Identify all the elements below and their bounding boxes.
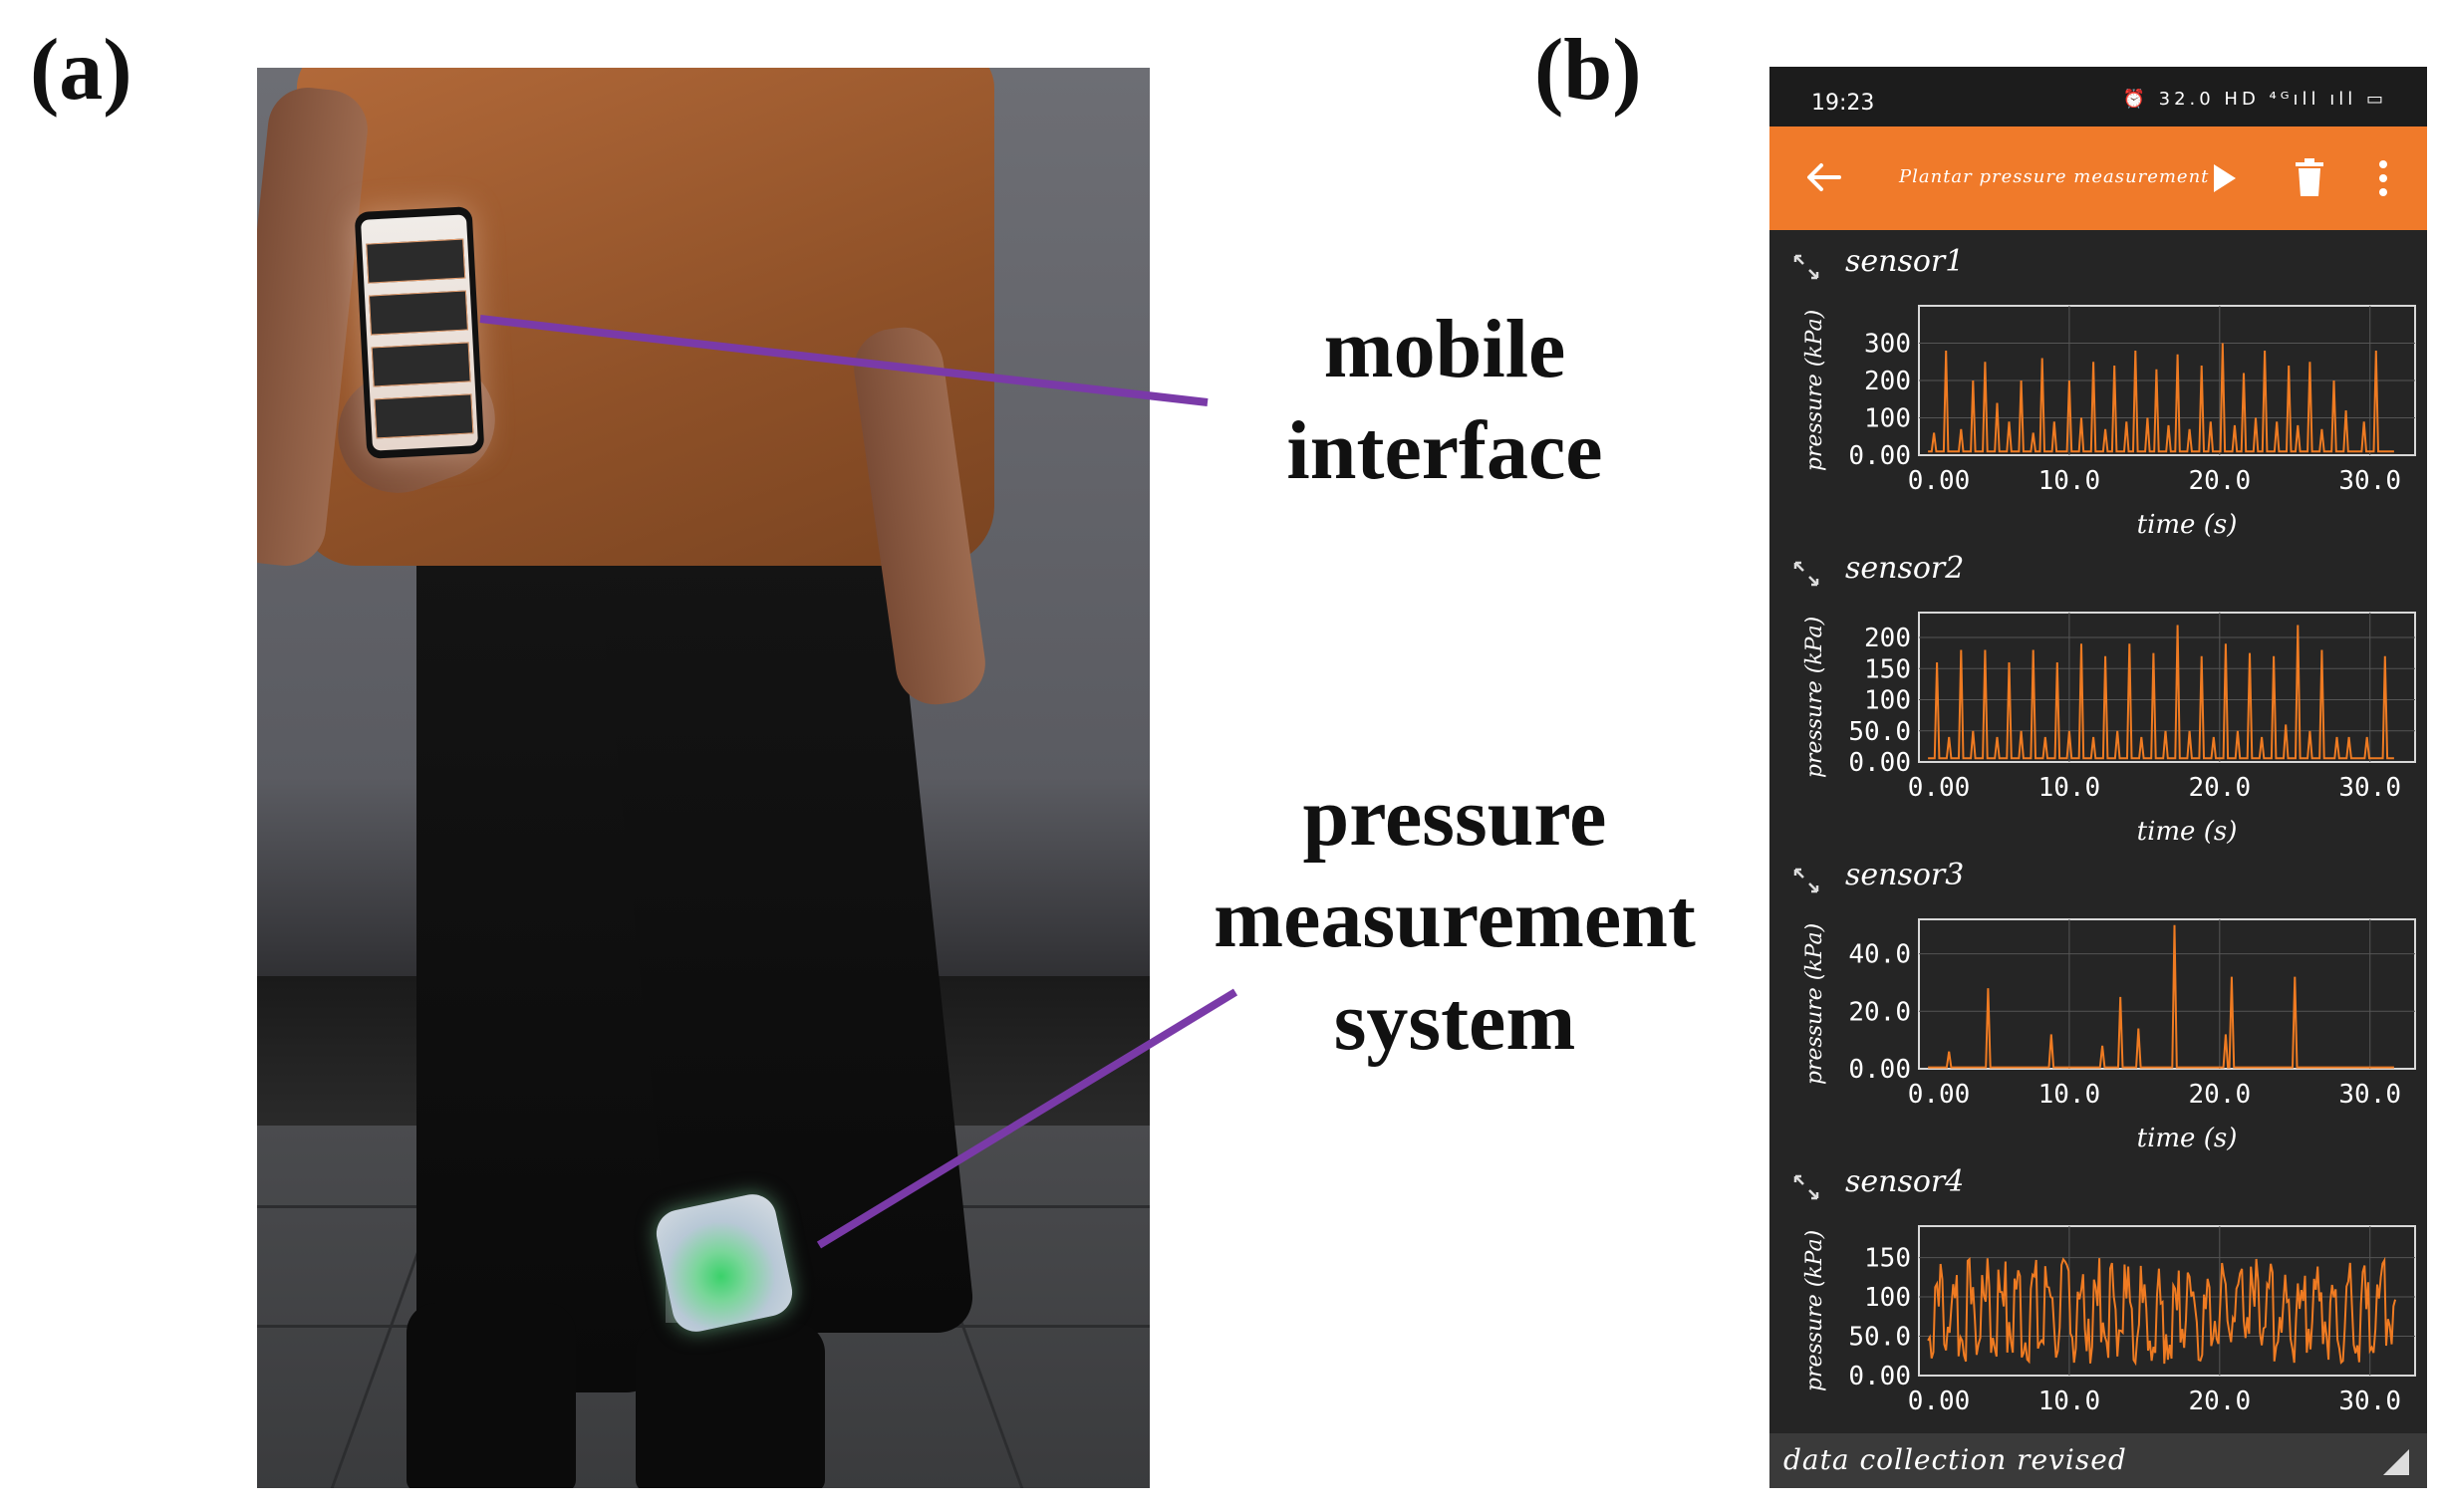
- sensor3-title: sensor3: [1845, 858, 1965, 892]
- x-axis-label: time (s): [2137, 1124, 2238, 1153]
- callout-pressure-line1: pressure: [1302, 771, 1607, 864]
- x-tick-label: 0.00: [1908, 1386, 1971, 1416]
- sensor1-title: sensor1: [1845, 244, 1965, 279]
- x-tick-label: 20.0: [2189, 466, 2252, 496]
- sensor4-chart: 0.00 50.0 100 150 0.00 10.0 20.0 30.0 pressure (…: [1802, 1225, 2416, 1416]
- sensor2-title: sensor2: [1845, 551, 1965, 586]
- y-tick-label: 150: [1864, 654, 1911, 684]
- resize-corner-icon[interactable]: [2379, 1445, 2411, 1477]
- x-tick-label: 30.0: [2338, 773, 2401, 803]
- y-tick-label: 200: [1864, 367, 1911, 396]
- x-axis-label: time (s): [2137, 510, 2238, 540]
- y-tick-label: 100: [1864, 404, 1911, 434]
- callout-pressure-line3: system: [1333, 974, 1576, 1068]
- callout-line-pressure: [816, 988, 1238, 1249]
- x-axis-label: time (s): [2137, 817, 2238, 847]
- y-tick-label: 0.00: [1848, 1055, 1911, 1085]
- expand-icon-4[interactable]: [1791, 1172, 1821, 1202]
- sensor2-series-line: [1928, 625, 2394, 760]
- y-tick-label: 40.0: [1848, 940, 1911, 970]
- y-tick-label: 0.00: [1848, 748, 1911, 778]
- sensor4-title: sensor4: [1845, 1164, 1965, 1199]
- callout-line-mobile: [479, 315, 1209, 406]
- y-axis-label: pressure (kPa): [1802, 1230, 1827, 1391]
- mobile-app-screen: 19:23 ⏰ 32.0 HD ⁴ᴳıll ıll ▭ Plantar pres…: [1769, 67, 2427, 1488]
- callout-mobile-interface: mobile interface: [1245, 299, 1644, 503]
- y-tick-label: 0.00: [1848, 441, 1911, 471]
- callout-pressure-system: pressure measurement system: [1186, 767, 1724, 1073]
- more-vert-icon[interactable]: [2375, 156, 2391, 200]
- sensor3-series-line: [1928, 924, 2394, 1069]
- x-tick-label: 0.00: [1908, 1080, 1971, 1110]
- status-time: 19:23: [1811, 91, 1875, 116]
- y-tick-label: 150: [1864, 1244, 1911, 1274]
- y-tick-label: 20.0: [1848, 997, 1911, 1027]
- callout-mobile-line1: mobile: [1323, 303, 1566, 395]
- y-tick-label: 100: [1864, 1283, 1911, 1313]
- x-tick-label: 0.00: [1908, 773, 1971, 803]
- left-shoe: [407, 1303, 576, 1488]
- x-tick-label: 20.0: [2189, 1080, 2252, 1110]
- x-tick-label: 10.0: [2038, 773, 2101, 803]
- x-tick-label: 30.0: [2338, 1386, 2401, 1416]
- expand-icon-1[interactable]: [1791, 252, 1821, 282]
- panel-b-label: (b): [1534, 22, 1642, 119]
- x-tick-label: 30.0: [2338, 466, 2401, 496]
- x-tick-label: 10.0: [2038, 1386, 2101, 1416]
- sensor1-chart: 0.00 100 200 300 0.00 10.0 20.0 30.0 time (s) pre…: [1802, 305, 2416, 540]
- expand-icon-3[interactable]: [1791, 866, 1821, 895]
- sensor1-series-line: [1928, 343, 2394, 453]
- expand-icon-2[interactable]: [1791, 559, 1821, 589]
- y-axis-label: pressure (kPa): [1802, 310, 1827, 471]
- y-axis-label: pressure (kPa): [1802, 923, 1827, 1085]
- trash-icon[interactable]: [2292, 156, 2327, 200]
- x-tick-label: 10.0: [2038, 466, 2101, 496]
- x-tick-label: 10.0: [2038, 1080, 2101, 1110]
- bottom-bar: data collection revised: [1769, 1433, 2427, 1488]
- app-toolbar: Plantar pressure measurement: [1769, 126, 2427, 230]
- y-tick-label: 100: [1864, 686, 1911, 716]
- y-axis-label: pressure (kPa): [1802, 617, 1827, 778]
- play-icon[interactable]: [2208, 158, 2242, 198]
- y-tick-label: 200: [1864, 624, 1911, 653]
- right-shoe: [636, 1323, 825, 1488]
- x-tick-label: 20.0: [2189, 1386, 2252, 1416]
- y-tick-label: 300: [1864, 330, 1911, 360]
- app-title: Plantar pressure measurement: [1899, 166, 2210, 187]
- sensor-charts: 0.00 100 200 300 0.00 10.0 20.0 30.0 time (s) pre…: [1802, 305, 2416, 1416]
- sensor3-chart: 0.00 20.0 40.0 0.00 10.0 20.0 30.0 time (s) pres…: [1802, 918, 2416, 1153]
- callout-mobile-line2: interface: [1286, 404, 1603, 498]
- x-tick-label: 30.0: [2338, 1080, 2401, 1110]
- plot-frame: [1918, 918, 2416, 1070]
- back-arrow-icon[interactable]: [1799, 152, 1849, 202]
- sensor4-series-line: [1927, 1256, 2397, 1367]
- y-tick-label: 0.00: [1848, 1362, 1911, 1391]
- bottom-label: data collection revised: [1783, 1443, 2127, 1476]
- x-tick-label: 0.00: [1908, 466, 1971, 496]
- y-tick-label: 50.0: [1848, 717, 1911, 747]
- status-icons: ⏰ 32.0 HD ⁴ᴳıll ıll ▭: [2122, 89, 2387, 110]
- status-bar: 19:23 ⏰ 32.0 HD ⁴ᴳıll ıll ▭: [1769, 67, 2427, 126]
- y-tick-label: 50.0: [1848, 1323, 1911, 1353]
- callout-pressure-line2: measurement: [1214, 873, 1696, 966]
- subject-photo: [257, 68, 1150, 1488]
- panel-a-label: (a): [30, 22, 133, 119]
- x-tick-label: 20.0: [2189, 773, 2252, 803]
